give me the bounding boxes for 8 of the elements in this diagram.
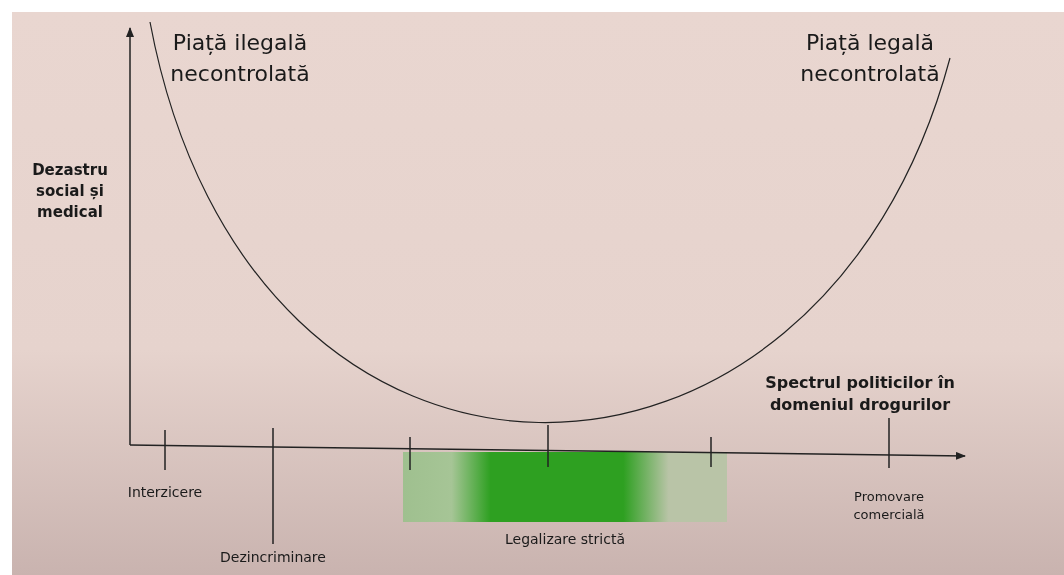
axis-title: Dezastru social și medical xyxy=(31,160,109,223)
tick-label: Interzicere xyxy=(126,483,204,502)
tick-label: Legalizare strictă xyxy=(503,530,626,549)
curve-label: Piață legală necontrolată xyxy=(799,29,941,88)
axis-title: Spectrul politicilor în domeniul drogurilor xyxy=(764,372,956,417)
tick-label: Promovare comercială xyxy=(852,488,926,525)
curve-label: Piață ilegală necontrolată xyxy=(169,29,311,88)
tick-label: Dezincriminare xyxy=(219,548,327,567)
